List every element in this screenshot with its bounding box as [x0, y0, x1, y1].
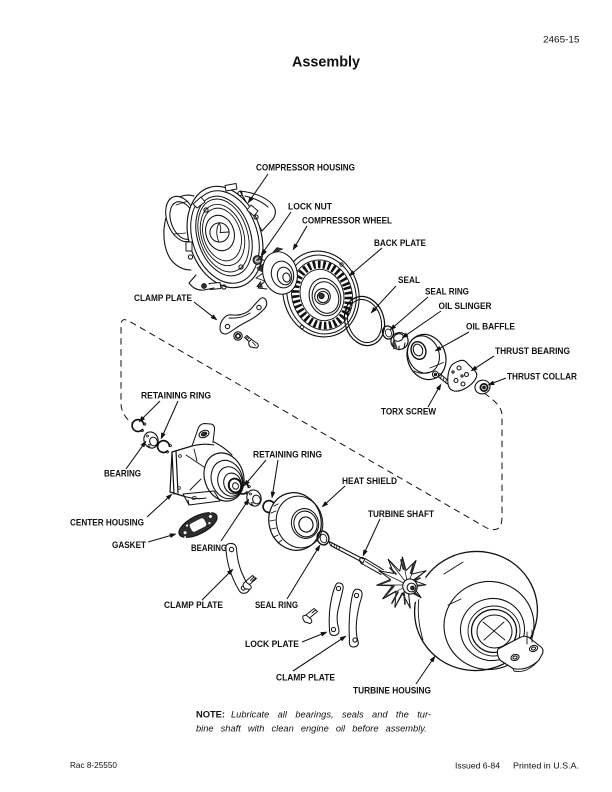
- svg-text:TURBINE HOUSING: TURBINE HOUSING: [353, 686, 431, 697]
- svg-text:Printed in U.S.A.: Printed in U.S.A.: [513, 762, 579, 771]
- svg-text:BEARING: BEARING: [104, 469, 141, 480]
- svg-text:bine shaft with clean engine o: bine shaft with clean engine oil before …: [196, 724, 427, 734]
- svg-text:Issued 6-84: Issued 6-84: [455, 762, 501, 771]
- svg-text:OIL BAFFLE: OIL BAFFLE: [466, 322, 516, 333]
- svg-text:CENTER HOUSING: CENTER HOUSING: [70, 518, 144, 529]
- svg-text:TORX SCREW: TORX SCREW: [381, 407, 437, 418]
- svg-text:BEARING: BEARING: [191, 543, 227, 554]
- svg-text:Rac 8-25550: Rac 8-25550: [70, 761, 118, 770]
- svg-text:OIL SLINGER: OIL SLINGER: [439, 301, 492, 312]
- svg-text:SEAL: SEAL: [398, 275, 420, 286]
- svg-text:BACK PLATE: BACK PLATE: [374, 238, 427, 249]
- svg-text:GASKET: GASKET: [112, 540, 146, 551]
- svg-text:Assembly: Assembly: [292, 55, 360, 71]
- svg-text:THRUST BEARING: THRUST BEARING: [495, 346, 570, 357]
- svg-text:LOCK PLATE: LOCK PLATE: [245, 639, 300, 650]
- svg-text:SEAL RING: SEAL RING: [255, 600, 298, 611]
- svg-text:HEAT SHIELD: HEAT SHIELD: [342, 476, 397, 487]
- svg-text:CLAMP PLATE: CLAMP PLATE: [276, 673, 336, 684]
- svg-text:Lubricate all bearings, seals: Lubricate all bearings, seals and the tu…: [231, 710, 431, 720]
- svg-text:COMPRESSOR WHEEL: COMPRESSOR WHEEL: [302, 216, 392, 227]
- svg-text:SEAL RING: SEAL RING: [425, 287, 469, 298]
- svg-text:LOCK NUT: LOCK NUT: [288, 202, 332, 213]
- svg-text:THRUST COLLAR: THRUST COLLAR: [507, 372, 577, 383]
- svg-text:TURBINE SHAFT: TURBINE SHAFT: [368, 509, 434, 520]
- svg-text:CLAMP PLATE: CLAMP PLATE: [164, 600, 224, 611]
- svg-text:RETAINING RING: RETAINING RING: [253, 450, 322, 461]
- svg-text:NOTE:: NOTE:: [196, 710, 225, 720]
- svg-text:2465-15: 2465-15: [543, 35, 580, 46]
- svg-text:COMPRESSOR HOUSING: COMPRESSOR HOUSING: [256, 163, 355, 174]
- svg-text:CLAMP PLATE: CLAMP PLATE: [134, 293, 193, 304]
- svg-text:RETAINING RING: RETAINING RING: [141, 391, 211, 402]
